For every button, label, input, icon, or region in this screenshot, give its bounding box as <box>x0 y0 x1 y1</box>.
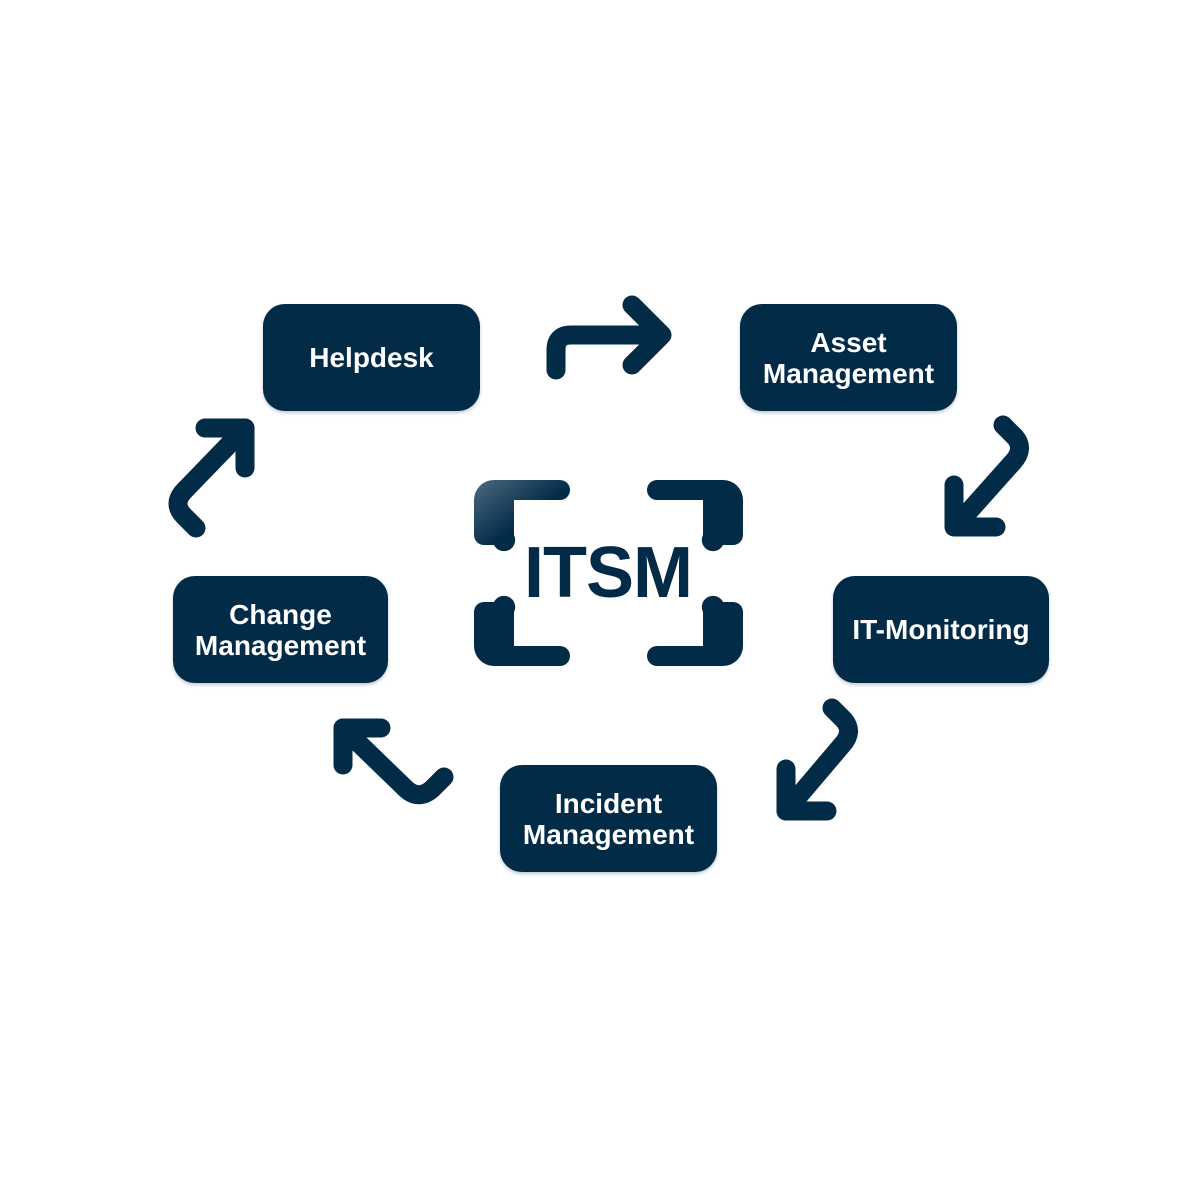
arrow-change-to-helpdesk <box>168 418 255 538</box>
node-asset-management: Asset Management <box>740 304 957 411</box>
frame-corner-top-left <box>474 480 570 552</box>
center-frame <box>474 480 743 666</box>
node-incident-management: Incident Management <box>500 765 717 872</box>
frame-corner-bottom-right <box>647 595 743 666</box>
node-label: Asset Management <box>762 326 935 389</box>
arrow-itmonitoring-to-incident <box>776 698 858 821</box>
node-label: Helpdesk <box>309 342 434 373</box>
node-label: Incident Management <box>522 787 695 850</box>
arrow-incident-to-change <box>333 718 454 805</box>
frame-corner-top-right <box>647 480 743 552</box>
node-it-monitoring: IT-Monitoring <box>833 576 1049 683</box>
arrow-helpdesk-to-asset <box>546 295 672 380</box>
arrow-asset-to-itmonitoring <box>944 415 1029 537</box>
node-label: IT-Monitoring <box>852 614 1030 645</box>
node-label: Change Management <box>194 598 367 661</box>
frame-corner-bottom-left <box>474 595 570 666</box>
node-helpdesk: Helpdesk <box>263 304 480 411</box>
node-change-management: Change Management <box>173 576 388 683</box>
center-title: ITSM <box>524 533 693 613</box>
